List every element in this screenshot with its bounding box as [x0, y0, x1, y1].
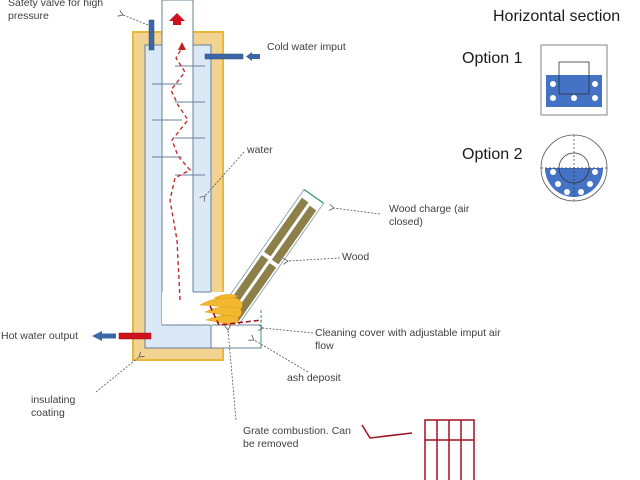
water-label: water [247, 144, 273, 156]
grate-pointer [361, 424, 413, 439]
option1-section [540, 44, 608, 116]
cold-water-arrow-icon [246, 52, 260, 61]
insulating-label-line1: insulating [31, 394, 76, 406]
leader-ash [254, 340, 309, 373]
wood-charge-label: Wood charge (air closed) [389, 203, 469, 229]
exhaust-arrow-icon [169, 13, 185, 25]
section-title: Horizontal section [493, 8, 621, 25]
leader-insulating [95, 357, 139, 393]
option2-section [540, 134, 608, 202]
chimney-channel [161, 0, 194, 326]
cold-water-label: Cold water imput [267, 41, 346, 53]
cleaning-cover-label-line2: flow [315, 340, 334, 352]
leader-wood [288, 257, 341, 261]
wood-label: Wood [342, 251, 370, 263]
cleaning-cover-label: Cleaning cover with adjustable imput air… [315, 327, 501, 353]
option2-label: Option 2 [462, 146, 523, 163]
grate-label-line2: be removed [243, 438, 299, 450]
hot-water-label: Hot water output [1, 330, 79, 342]
option1-label: Option 1 [462, 50, 523, 67]
grate-line [209, 305, 263, 326]
leader-grate [228, 330, 237, 421]
ash-box [210, 324, 262, 349]
smoke-flow-path [169, 47, 192, 301]
ash-deposit-label: ash deposit [287, 372, 341, 384]
safety-valve-label-line2: pressure [8, 10, 49, 22]
leader-water [205, 151, 245, 196]
wood-charge-label-line1: Wood charge (air [389, 203, 470, 215]
cleaning-cover-label-line1: Cleaning cover with adjustable imput air [315, 327, 501, 339]
grate-label-line1: Grate combustion. Can [243, 425, 351, 437]
grate-icon [424, 419, 475, 480]
hot-water-arrow-icon [92, 331, 116, 341]
hot-water-pipe [118, 332, 152, 340]
safety-valve-label: Safety valve for high pressure [8, 0, 103, 23]
safety-valve-label-line1: Safety valve for high [8, 0, 104, 9]
leader-cleaning-cover [263, 328, 314, 334]
leader-safety-valve [123, 15, 149, 26]
grate-label: Grate combustion. Can be removed [243, 425, 351, 451]
cold-water-pipe [204, 53, 244, 60]
safety-valve [148, 19, 155, 51]
smoke-flow-arrow-icon [178, 42, 186, 50]
insulating-label-line2: coating [31, 407, 65, 419]
wood-charge-label-line2: closed) [389, 216, 423, 228]
insulating-label: insulating coating [31, 394, 75, 420]
leader-wood-charge [334, 208, 381, 215]
